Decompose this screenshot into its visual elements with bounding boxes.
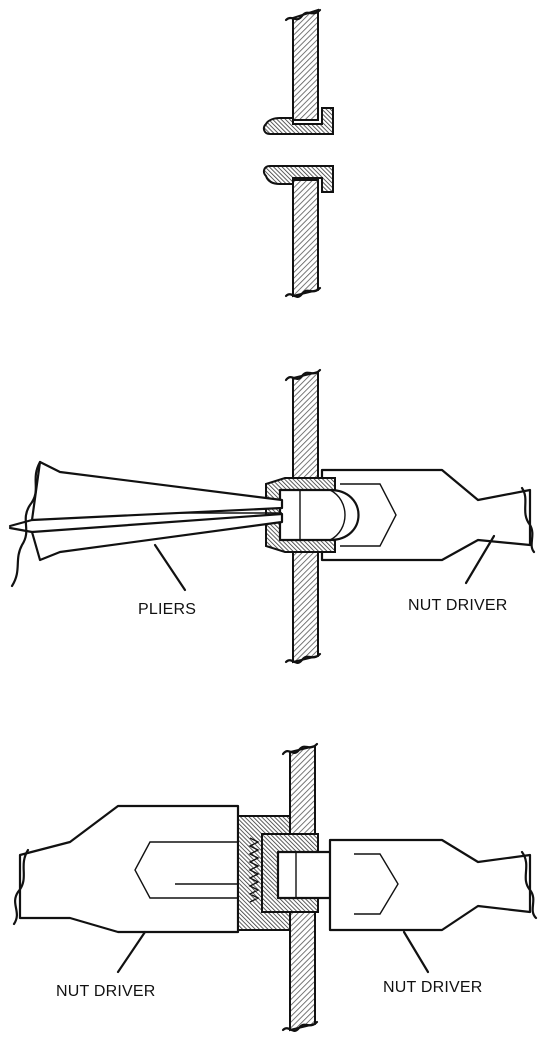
label-nut-driver-top-right: NUT DRIVER xyxy=(408,597,508,614)
nut-driver-left xyxy=(12,804,275,934)
install-step-nut-drivers: NUT DRIVER NUT DRIVER xyxy=(12,742,538,1032)
label-nut-driver-bottom-left: NUT DRIVER xyxy=(56,983,156,1000)
grommet-top xyxy=(265,477,360,553)
pliers-tool xyxy=(8,460,284,588)
install-step-pliers: PLIERS NUT DRIVER xyxy=(8,368,536,664)
label-nut-driver-bottom-right: NUT DRIVER xyxy=(383,979,483,996)
panel-section-top xyxy=(262,8,334,298)
nut-driver-right-top xyxy=(320,468,536,562)
nut-driver-right-bottom xyxy=(328,838,538,932)
label-pliers: PLIERS xyxy=(138,601,196,618)
